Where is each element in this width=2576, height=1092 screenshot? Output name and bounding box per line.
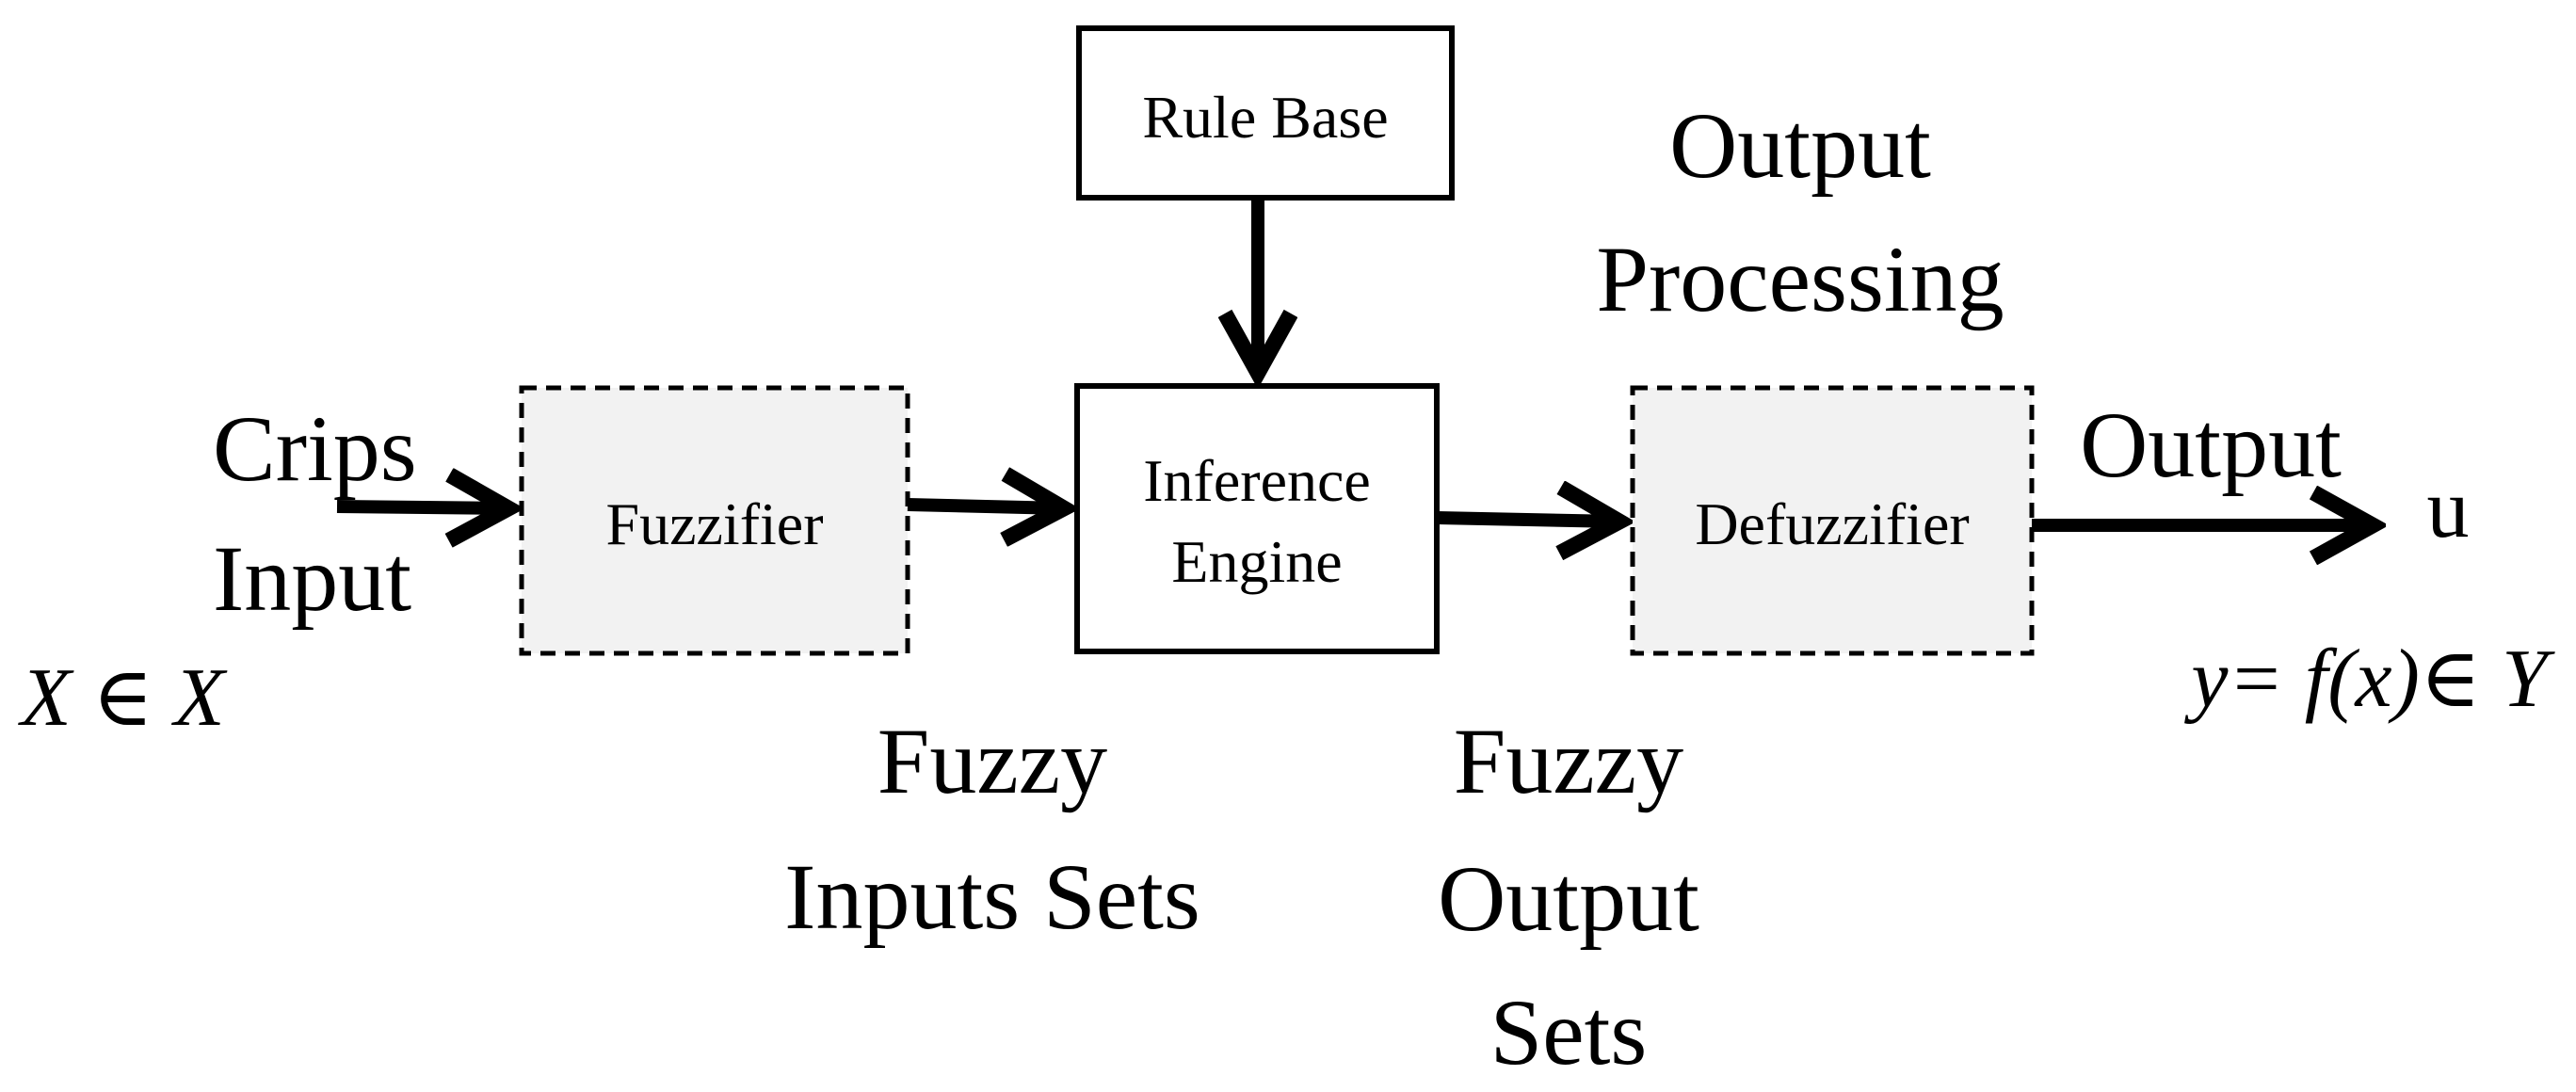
arrow-inference-to-defuzzifier — [1436, 518, 1619, 522]
rule-base-label: Rule Base — [1142, 84, 1388, 151]
output-formula-label: y= f(x)∈ Y — [2183, 634, 2555, 725]
fuzzifier-block: Fuzzifier — [519, 385, 910, 656]
arrow-fuzzifier-to-inference — [907, 505, 1064, 508]
arrow-input-to-fuzzifier — [336, 506, 508, 508]
output-processing-label-line2: Processing — [1596, 227, 2004, 331]
defuzzifier-label: Defuzzifier — [1695, 490, 1969, 557]
inference-engine-block: Inference Engine — [1074, 383, 1440, 654]
fuzzy-output-label-line2: Output — [1438, 846, 1699, 951]
fuzzy-inputs-label-line2: Inputs Sets — [784, 844, 1200, 949]
crisp-input-label-line1: Crips — [213, 396, 417, 501]
defuzzifier-block: Defuzzifier — [1630, 385, 2035, 656]
crisp-input-label-line2: Input — [213, 526, 411, 631]
inference-engine-box — [1074, 383, 1440, 654]
inference-engine-label-line1: Inference — [1143, 447, 1371, 514]
fuzzifier-label: Fuzzifier — [606, 490, 824, 557]
input-domain-label: X ∈ X — [18, 652, 228, 744]
fuzzy-output-label-line1: Fuzzy — [1454, 709, 1683, 813]
fuzzy-output-label-line3: Sets — [1490, 980, 1648, 1084]
defuzzifier-box — [1630, 385, 2035, 656]
fuzzy-inputs-label-line1: Fuzzy — [877, 709, 1107, 813]
fuzzifier-box — [519, 385, 910, 656]
output-processing-label-line1: Output — [1669, 93, 1931, 198]
inference-engine-label-line2: Engine — [1171, 528, 1342, 595]
output-label: Output — [2080, 393, 2342, 497]
rule-base-box — [1076, 25, 1455, 201]
output-variable-label: u — [2427, 462, 2470, 555]
rule-base-block: Rule Base — [1076, 25, 1455, 201]
